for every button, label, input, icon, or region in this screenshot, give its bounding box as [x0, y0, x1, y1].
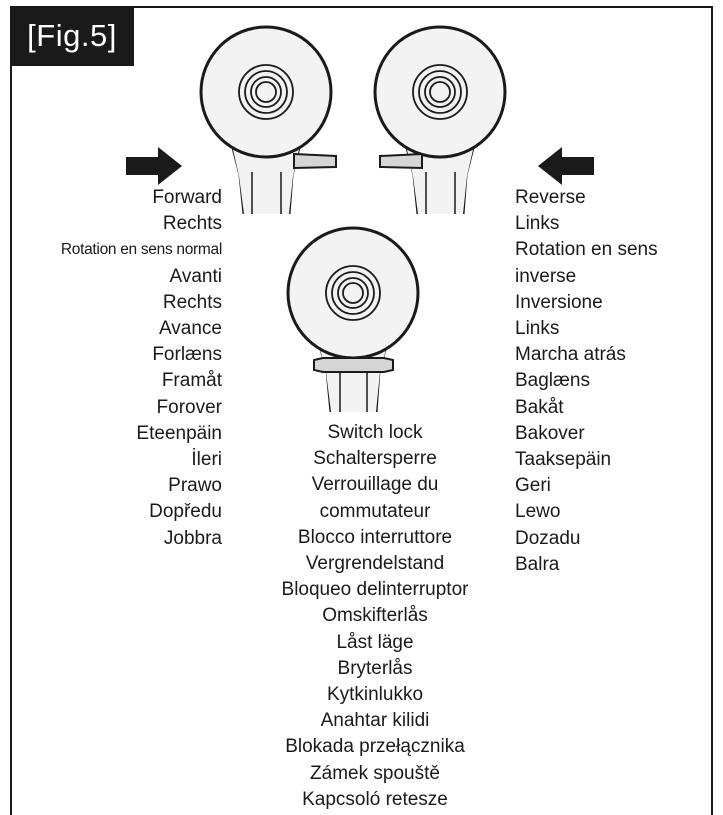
forward-label: Avanti	[169, 265, 222, 287]
forward-label: Rotation en sens normal	[60, 241, 222, 259]
figure-label: [Fig.5]	[10, 6, 134, 66]
reverse-tool	[373, 25, 507, 215]
reverse-label: Baglæns	[515, 370, 590, 392]
switch-lock-label: Anahtar kilidi	[320, 710, 430, 732]
forward-label: Forlæns	[152, 344, 222, 366]
switch-lock-label: Låst läge	[336, 631, 414, 653]
reverse-label: Bakover	[515, 422, 585, 444]
forward-label-list: Forward Rechts Rotation en sens normal A…	[20, 185, 222, 552]
reverse-label: inverse	[515, 265, 577, 287]
switch-lock-label: Kytkinlukko	[326, 684, 424, 706]
forward-label: Framåt	[161, 370, 222, 392]
switch-lock-label: Zámek spouště	[310, 762, 440, 784]
arrow-left-icon	[538, 147, 594, 185]
forward-label: Eteenpäin	[136, 422, 222, 444]
switch-lock-label: Blokada przełącznika	[285, 736, 465, 758]
reverse-label: Dozadu	[515, 527, 581, 549]
reverse-label: Links	[515, 213, 560, 235]
forward-label: Jobbra	[163, 527, 222, 549]
forward-label: İleri	[191, 449, 222, 471]
forward-label: Dopředu	[149, 501, 222, 523]
reverse-label: Bakåt	[515, 396, 564, 418]
forward-label: Forward	[152, 187, 222, 208]
reverse-label: Balra	[515, 553, 560, 575]
switch-lock-label: Switch lock	[327, 422, 423, 443]
switch-lock-label: Blocco interruttore	[297, 526, 453, 548]
reverse-label: Links	[515, 318, 560, 340]
reverse-label: Inversione	[515, 291, 603, 313]
figure-frame	[10, 6, 713, 815]
reverse-label: Reverse	[515, 187, 586, 208]
switch-lock-label: Bryterlås	[337, 657, 413, 679]
arrow-right-icon	[126, 147, 182, 185]
reverse-label: Geri	[515, 475, 551, 497]
switch-lock-label: Schaltersperre	[313, 448, 437, 470]
reverse-label: Taaksepäin	[515, 449, 612, 471]
reverse-label-list: Reverse Links Rotation en sens inverse I…	[515, 185, 705, 578]
switch-lock-label-list: Switch lock Schaltersperre Verrouillage …	[240, 420, 510, 813]
forward-label: Prawo	[168, 475, 222, 497]
switch-lock-label: commutateur	[319, 500, 431, 522]
forward-label: Forover	[156, 396, 222, 418]
forward-label: Rechts	[162, 291, 222, 313]
switch-lock-label: Vergrendelstand	[305, 553, 445, 575]
forward-label: Avance	[158, 318, 222, 340]
switch-lock-label: Bloqueo delinterruptor	[281, 579, 469, 601]
switch-lock-label: Kapcsoló retesze	[302, 788, 448, 810]
reverse-label: Lewo	[515, 501, 561, 523]
switch-lock-tool	[286, 226, 420, 413]
switch-lock-label: Verrouillage du	[311, 474, 439, 496]
reverse-label: Marcha atrás	[515, 344, 626, 366]
switch-lock-label: Omskifterlås	[322, 605, 428, 627]
forward-label: Rechts	[162, 213, 222, 235]
forward-tool	[199, 25, 337, 215]
reverse-label: Rotation en sens	[515, 239, 658, 261]
